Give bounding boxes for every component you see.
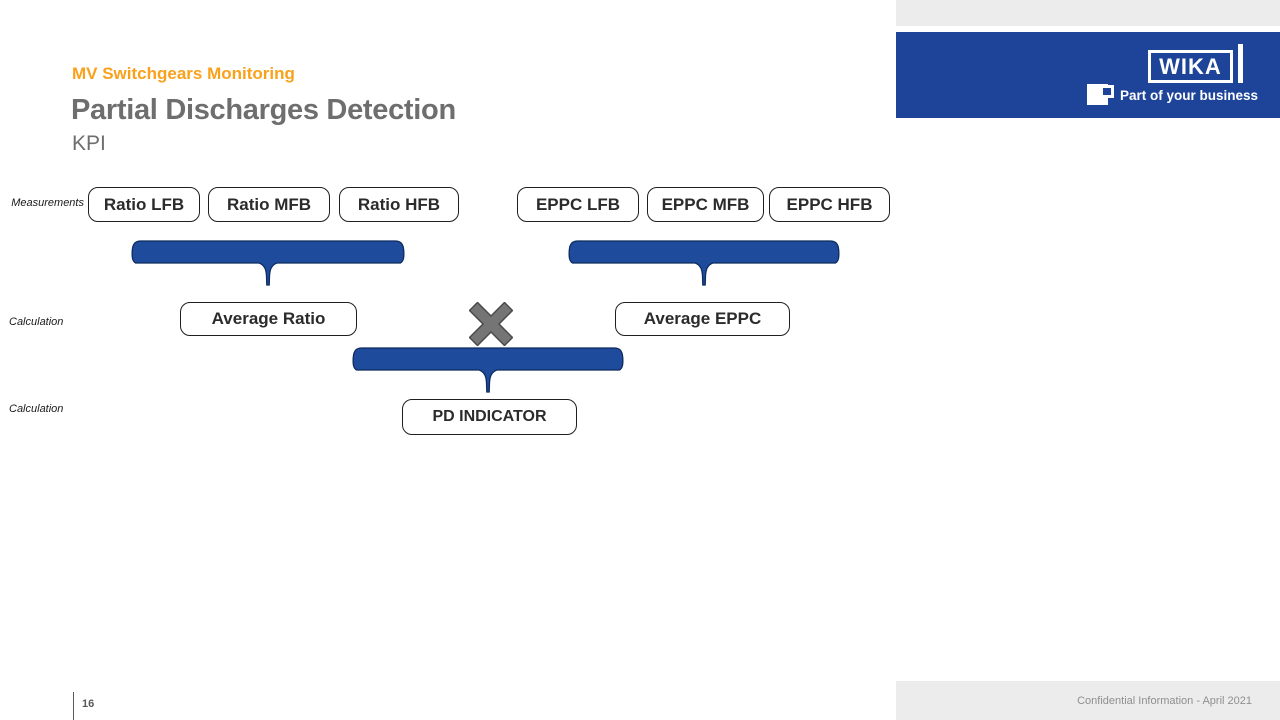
page-title: Partial Discharges Detection [71,94,456,126]
page-subtitle: KPI [72,132,106,155]
row-label-calculation-2: Calculation [9,403,64,415]
confidential-note: Confidential Information - April 2021 [1077,694,1252,707]
brand-banner: WIKA Part of your business [896,32,1280,118]
wika-logo-text: WIKA [1159,53,1222,79]
box-pd-indicator: PD INDICATOR [402,399,577,435]
wika-logo-bar [1238,44,1243,83]
top-gray-bar [896,0,1280,26]
multiply-icon [469,302,513,346]
curly-brace-result-icon [352,347,624,393]
box-ratio-mfb: Ratio MFB [208,187,330,222]
box-eppc-hfb: EPPC HFB [769,187,890,222]
footer-divider [73,692,74,720]
box-average-ratio: Average Ratio [180,302,357,336]
box-ratio-lfb: Ratio LFB [88,187,200,222]
box-eppc-lfb: EPPC LFB [517,187,639,222]
box-ratio-hfb: Ratio HFB [339,187,459,222]
curly-brace-ratio-icon [131,240,405,286]
row-label-measurements: Measurements [11,197,84,209]
eyebrow-heading: MV Switchgears Monitoring [72,64,295,83]
box-eppc-mfb: EPPC MFB [647,187,764,222]
box-average-eppc: Average EPPC [615,302,790,336]
tagline-text: Part of your business [1120,87,1259,103]
curly-brace-eppc-icon [568,240,840,286]
tagline-square-small [1100,85,1114,98]
brand-tagline: Part of your business [1087,84,1258,106]
tagline-square-icon [1087,84,1115,106]
wika-logo: WIKA [1148,50,1233,83]
row-label-calculation-1: Calculation [9,316,64,328]
page-number: 16 [82,698,95,710]
footer-bar: Confidential Information - April 2021 [896,681,1280,720]
